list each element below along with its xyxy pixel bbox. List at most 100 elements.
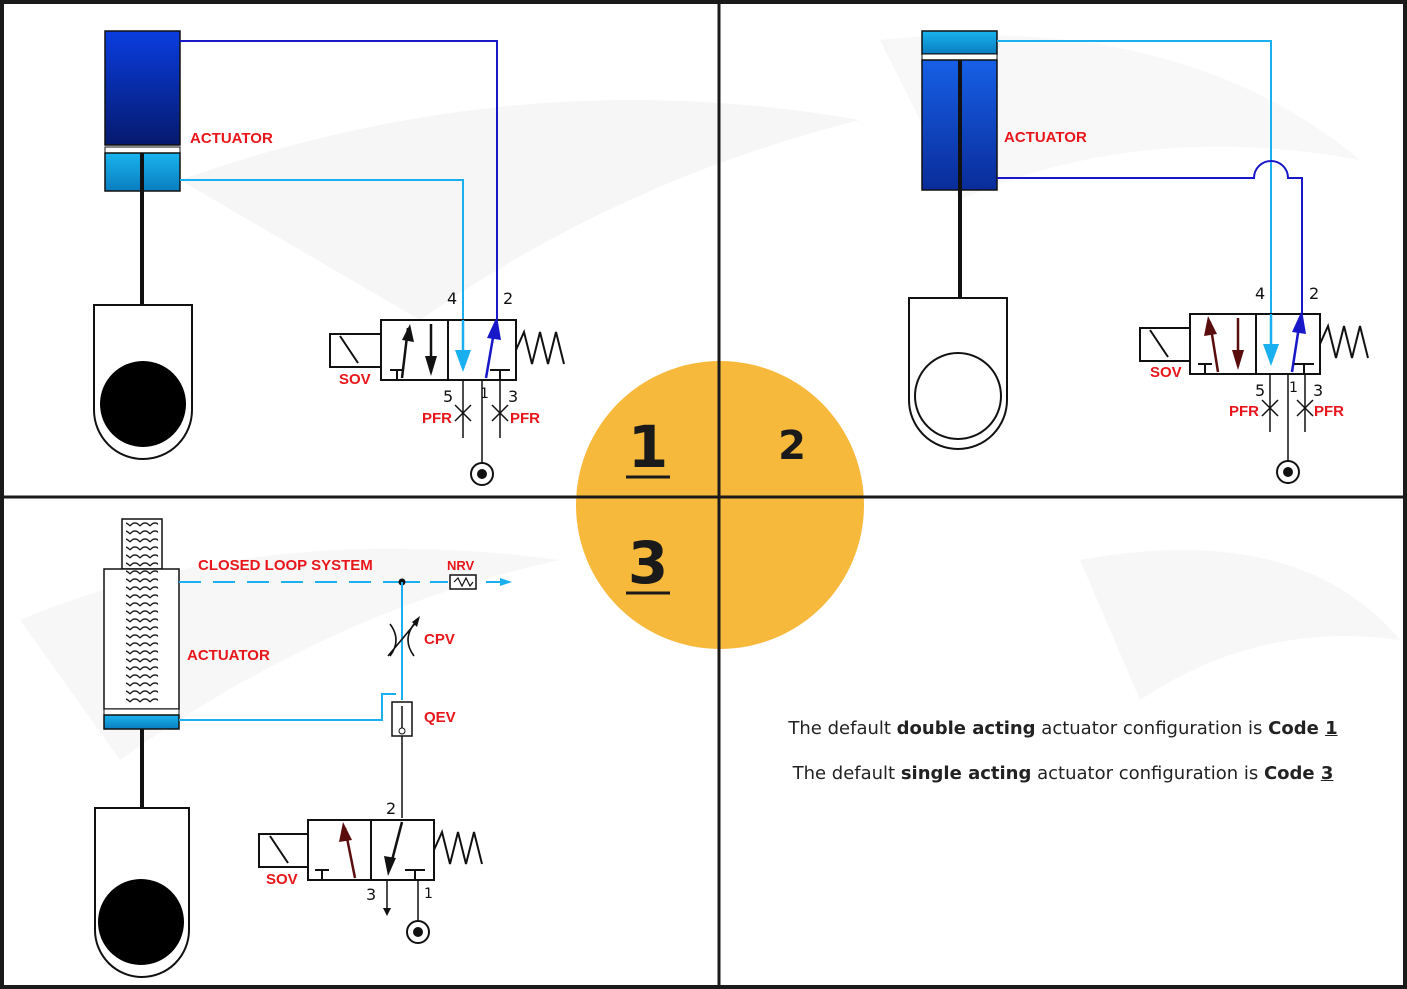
line2-pre: The default	[792, 763, 901, 784]
line1-mid: actuator configuration is	[1035, 718, 1269, 739]
closed-loop-label: CLOSED LOOP SYSTEM	[198, 557, 373, 574]
code-badge: 1 2 3	[576, 361, 864, 649]
line1-code-label: Code	[1268, 718, 1326, 739]
single-acting-note: The default single acting actuator confi…	[721, 763, 1405, 784]
qev-label: QEV	[424, 709, 456, 726]
arrow-up-head	[339, 822, 352, 842]
solenoid-coil	[258, 833, 309, 868]
flow-4-head	[1263, 344, 1279, 366]
spring-return	[1319, 322, 1369, 359]
line2-mid: actuator configuration is	[1031, 763, 1264, 784]
port-1-label: 1	[480, 386, 489, 402]
piston	[921, 53, 998, 61]
arrow-up-head	[1204, 316, 1217, 336]
solenoid-slash	[1149, 329, 1169, 358]
piston	[103, 708, 180, 716]
flow-2-head	[487, 316, 501, 340]
line2-code: 3	[1320, 763, 1334, 784]
port-1-label: 1	[1289, 380, 1298, 396]
code-3-label: 3	[628, 529, 668, 597]
solenoid-coil	[1139, 327, 1191, 362]
air-supply-dot	[413, 927, 423, 937]
air-supply-dot	[1283, 467, 1293, 477]
exhaust-t	[390, 369, 404, 380]
piston	[104, 146, 181, 154]
actuator-cylinder	[104, 30, 181, 146]
cpv-label: CPV	[424, 631, 455, 648]
port-2-line	[180, 40, 498, 320]
port-4-line	[180, 179, 464, 320]
exhaust-t	[1198, 363, 1212, 374]
port-2-label: 2	[503, 289, 513, 308]
port-4-label: 4	[447, 289, 457, 308]
actuator-spring	[126, 522, 158, 706]
actuator-label: ACTUATOR	[1004, 129, 1087, 146]
pfr-left-symbol	[454, 404, 472, 422]
pfr-right-symbol	[1296, 399, 1314, 417]
solenoid-slash	[269, 835, 289, 864]
port-2-line	[997, 160, 1303, 314]
line1-bold: double acting	[896, 718, 1036, 739]
pfr-right-symbol	[491, 404, 509, 422]
supply-t	[490, 369, 510, 380]
panel-2-double-acting-reverse: ACTUATOR 4 2 5 1 3 SOV PFR PFR	[908, 30, 1369, 484]
code-2-label: 2	[778, 423, 806, 469]
default-config-info: The default double acting actuator confi…	[721, 718, 1405, 808]
cpv-symbol	[387, 619, 419, 657]
spring-return	[515, 328, 565, 365]
line1-pre: The default	[788, 718, 897, 739]
port-4-line	[997, 40, 1272, 314]
arrow-up-head	[402, 324, 414, 342]
flow-2-head	[1292, 310, 1306, 334]
pfr-left-label: PFR	[422, 410, 452, 427]
port-3-label: 3	[1313, 381, 1323, 400]
arrow-down-head	[425, 356, 437, 376]
pfr-right-label: PFR	[1314, 403, 1344, 420]
cpv-arrow-head	[412, 616, 420, 627]
code-1-label: 1	[628, 413, 668, 481]
port-2-label: 2	[386, 799, 396, 818]
port-4-label: 4	[1255, 284, 1265, 303]
line2-bold: single acting	[900, 763, 1032, 784]
port-5-label: 5	[1255, 381, 1265, 400]
valve-disc	[98, 879, 184, 965]
spring-return	[433, 828, 483, 865]
actuator-supply-line	[179, 693, 396, 721]
actuator-lower-chamber	[103, 714, 180, 730]
pfr-left-symbol	[1261, 399, 1279, 417]
solenoid-slash	[339, 335, 359, 364]
nrv-symbol	[449, 574, 477, 590]
actuator-label: ACTUATOR	[187, 647, 270, 664]
line1-code: 1	[1325, 718, 1338, 739]
port-3-label: 3	[366, 885, 376, 904]
qev-ball	[398, 727, 406, 735]
pfr-right-label: PFR	[510, 410, 540, 427]
actuator-top-chamber	[921, 30, 998, 55]
double-acting-note: The default double acting actuator confi…	[721, 718, 1405, 739]
panel-3-single-acting: ACTUATOR CLOSED LOOP SYSTEM NRV CPV QEV …	[94, 518, 512, 978]
sov-label: SOV	[1150, 364, 1182, 381]
valve-disc	[100, 361, 186, 447]
sov-label: SOV	[339, 371, 371, 388]
supply-t	[405, 869, 425, 880]
solenoid-coil	[329, 333, 382, 368]
pfr-left-label: PFR	[1229, 403, 1259, 420]
supply-t	[1294, 363, 1314, 374]
flow-4-head	[455, 350, 471, 372]
line2-code-label: Code	[1263, 763, 1321, 784]
arrow-down-head	[1232, 350, 1244, 370]
air-supply-dot	[477, 469, 487, 479]
exhaust-t	[315, 869, 329, 880]
sov-label: SOV	[266, 871, 298, 888]
actuator-label: ACTUATOR	[190, 130, 273, 147]
port-5-label: 5	[443, 387, 453, 406]
panel-1-double-acting: ACTUATOR 4 2 5 1 3 SOV PFR PFR	[93, 30, 565, 486]
arrow-down-head	[384, 856, 396, 876]
valve-disc	[914, 352, 1002, 440]
port-3-label: 3	[508, 387, 518, 406]
nrv-spring	[453, 576, 474, 588]
exhaust-arrow-head	[383, 908, 391, 916]
port-2-label: 2	[1309, 284, 1319, 303]
